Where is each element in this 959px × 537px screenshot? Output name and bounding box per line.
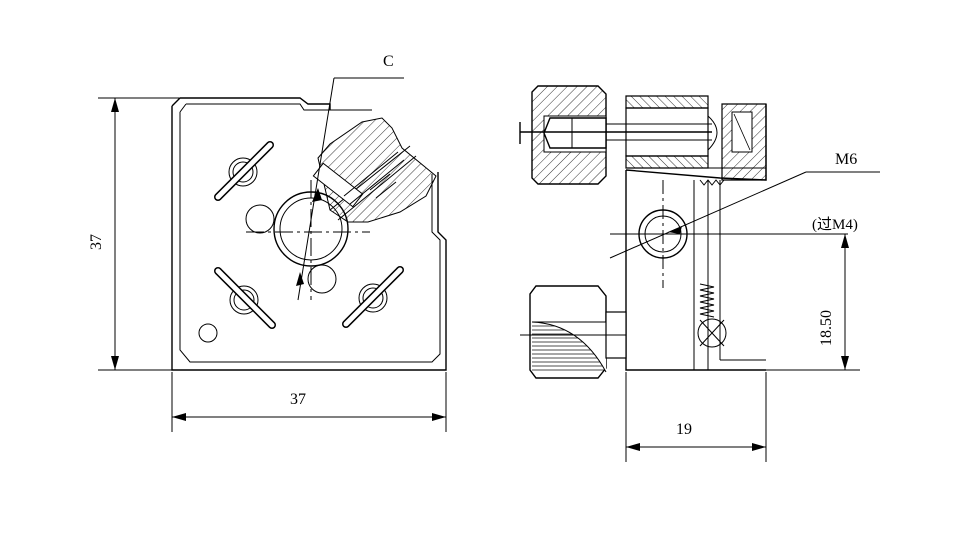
callout-c-label: C — [383, 53, 394, 70]
side-view: M6 (过M4) 18.50 19 — [519, 85, 880, 462]
spring-top — [699, 179, 725, 186]
dim-side-height-label: 18.50 — [818, 310, 835, 346]
locating-hole-bottom — [307, 264, 337, 294]
spring-bottom — [699, 283, 715, 318]
callout-m6-label: M6 — [835, 151, 857, 168]
ball — [697, 318, 727, 348]
side-body — [625, 104, 767, 371]
dim-front-width: 37 — [171, 372, 447, 432]
front-cutaway-hatch — [317, 117, 437, 223]
dim-side-height: 18.50 — [766, 234, 860, 371]
adjuster-bottom-left — [214, 267, 276, 329]
dim-side-width: 19 — [625, 372, 767, 462]
adjuster-top-left — [214, 141, 274, 201]
locating-hole-left — [245, 204, 275, 234]
adjuster-bottom-right — [342, 266, 404, 328]
threaded-hole — [610, 180, 848, 288]
front-plate-outline — [171, 97, 447, 371]
callout-m4-label: (过M4) — [812, 216, 858, 233]
front-view: C 37 37 — [88, 53, 447, 432]
dim-front-height-label: 37 — [88, 234, 105, 250]
callout-m6: M6 (过M4) — [609, 151, 880, 259]
dim-front-width-label: 37 — [290, 391, 306, 408]
front-plate-inner — [179, 103, 441, 363]
callout-c: C — [296, 53, 404, 301]
dim-side-width-label: 19 — [676, 421, 692, 438]
bottom-knob — [520, 285, 627, 379]
front-cutaway-screw — [312, 162, 364, 208]
dim-front-height: 37 — [88, 97, 182, 371]
top-screw — [519, 117, 712, 149]
small-hole — [198, 323, 218, 343]
